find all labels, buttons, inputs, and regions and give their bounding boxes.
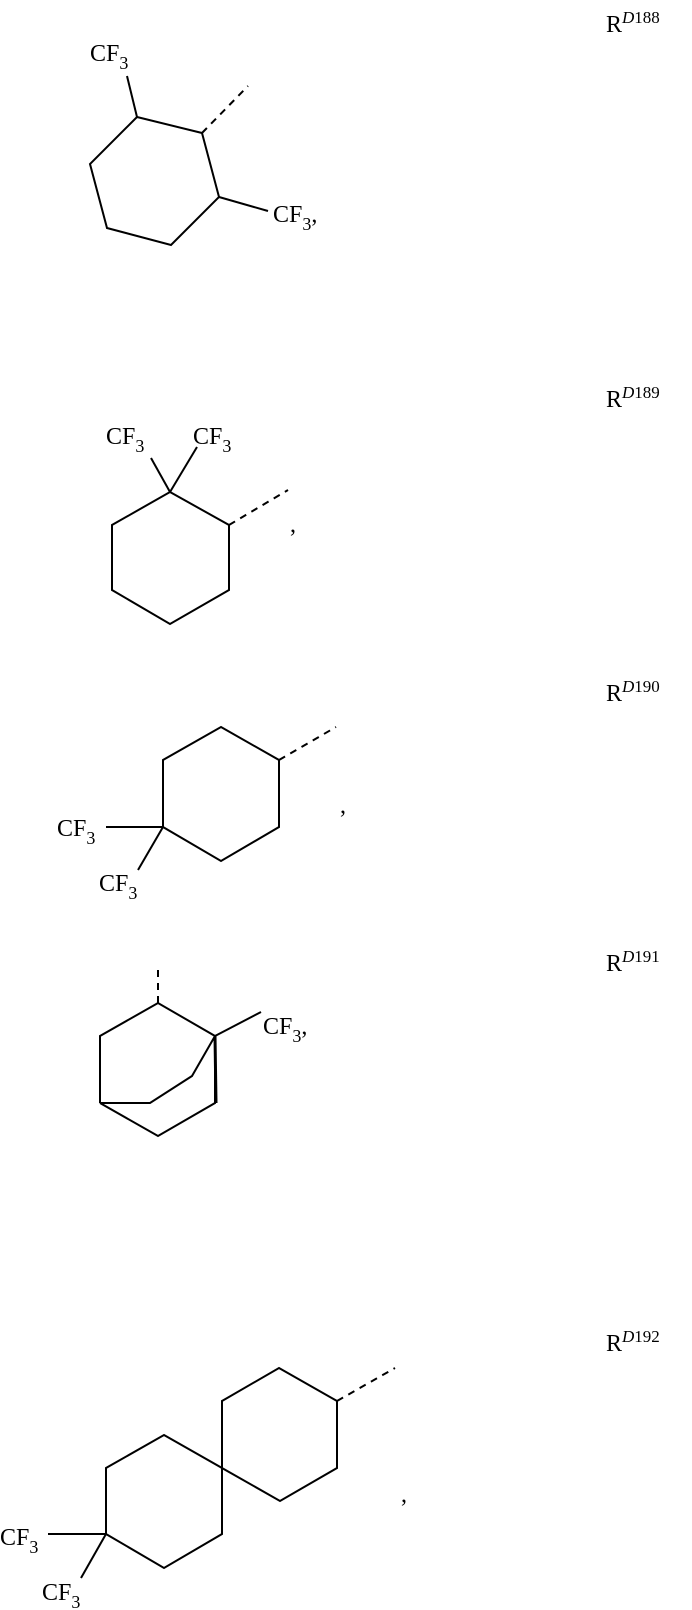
trailing-comma: , <box>340 793 346 819</box>
label-prefix: R <box>606 12 623 38</box>
structure-rd189: CF3 CF3 , <box>106 424 296 626</box>
cf3-label: CF3 <box>57 816 95 848</box>
structure-rd191: CF3, <box>99 967 307 1138</box>
cyclohexane-ring <box>88 115 221 247</box>
cf3-label: CF3, <box>273 202 317 234</box>
cf3-label: CF3 <box>106 424 144 456</box>
label-prefix: R <box>606 387 623 413</box>
dashed-attachment-bond <box>336 1367 396 1402</box>
label-prefix: R <box>606 951 623 977</box>
bond-cf3 <box>214 1011 262 1037</box>
label-rd189: RD189 <box>606 383 660 414</box>
bond-cf3 <box>169 446 198 493</box>
label-sup-number: 188 <box>634 8 660 27</box>
cf3-label: CF3 <box>193 424 231 456</box>
cf3-label: CF3, <box>263 1014 307 1046</box>
label-prefix: R <box>606 681 623 707</box>
label-sup-letter: D <box>622 677 635 696</box>
cyclohexane-ring <box>111 490 230 626</box>
label-sup-number: 190 <box>634 677 660 696</box>
cf3-label: CF3 <box>90 41 128 73</box>
label-rd188: RD188 <box>606 8 660 39</box>
structure-rd190: CF3 CF3 , <box>57 725 346 903</box>
bicyclic-outer-ring <box>99 1001 216 1138</box>
bond-cf3 <box>150 457 171 493</box>
label-rd191: RD191 <box>606 947 660 978</box>
dashed-attachment-bond <box>278 726 337 761</box>
label-sup-number: 191 <box>634 947 660 966</box>
bicyclic-bridge <box>100 1035 216 1104</box>
label-sup-letter: D <box>622 8 635 27</box>
cyclohexane-ring-left <box>105 1433 223 1570</box>
label-sup-letter: D <box>622 383 635 402</box>
label-sup-number: 189 <box>634 383 660 402</box>
label-rd192: RD192 <box>606 1327 660 1358</box>
cf3-label: CF3 <box>99 871 137 903</box>
structure-rd192: CF3 CF3 , <box>0 1366 407 1610</box>
label-rd190: RD190 <box>606 677 660 708</box>
label-sup-number: 192 <box>634 1327 660 1346</box>
structure-rd188: CF3 CF3, <box>88 41 317 247</box>
bond-cf3 <box>218 196 269 212</box>
label-sup-letter: D <box>622 947 635 966</box>
bond-cf3 <box>80 1533 107 1579</box>
label-prefix: R <box>606 1331 623 1357</box>
bond-cf3 <box>126 75 138 118</box>
bridge-bond-bold <box>213 1035 218 1104</box>
cf3-label: CF3 <box>0 1525 38 1557</box>
label-sup-letter: D <box>622 1327 635 1346</box>
dashed-attachment-bond <box>228 489 289 526</box>
bond-cf3 <box>137 826 164 871</box>
cyclohexane-ring <box>162 725 280 863</box>
cf3-label: CF3 <box>42 1580 80 1610</box>
trailing-comma: , <box>401 1482 407 1508</box>
dashed-attachment-bond <box>201 85 249 134</box>
cyclohexane-ring-right <box>221 1366 338 1503</box>
trailing-comma: , <box>290 512 296 538</box>
